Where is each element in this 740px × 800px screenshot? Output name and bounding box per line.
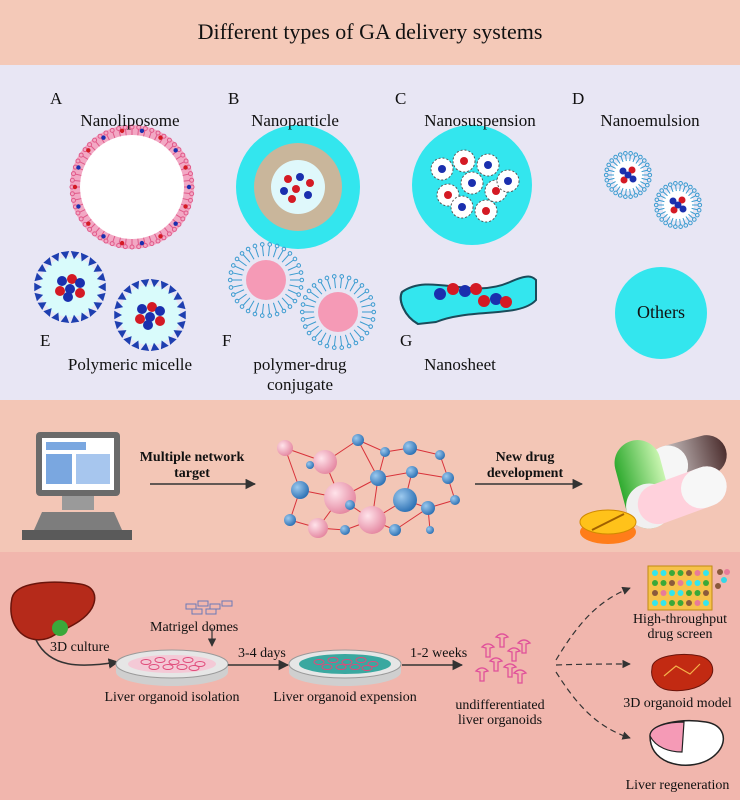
label-development: development [486, 466, 564, 481]
label-nanosheet: Nanosheet [424, 355, 496, 374]
label-drug-screen: drug screen [647, 627, 713, 642]
others-icon [615, 267, 707, 359]
title-band [0, 0, 740, 65]
nanoliposome-icon [69, 124, 195, 250]
figure-title: Different types of GA delivery systems [197, 19, 543, 44]
label-matrigel-domes: Matrigel domes [150, 620, 239, 635]
arrow-to-screen [555, 586, 631, 661]
well-plate-icon [647, 565, 730, 611]
undifferentiated-organoids-icon [474, 633, 532, 684]
nanosuspension-icon [412, 125, 532, 245]
label-polymer-drug: polymer-drug [253, 355, 347, 374]
label-3d-organoid-model: 3D organoid model [623, 696, 732, 711]
label-high-throughput: High-throughput [632, 612, 728, 627]
liver-icon [10, 581, 96, 641]
label-letter-f: F [222, 331, 232, 350]
petri-dish-expansion-icon [288, 649, 402, 686]
matrigel-domes-icon [185, 600, 233, 615]
label-3d-culture: 3D culture [50, 640, 110, 655]
label-nanosuspension: Nanosuspension [424, 111, 536, 130]
label-undifferentiated: undifferentiated [455, 698, 545, 713]
label-letter-c: C [395, 89, 407, 108]
label-letter-d: D [572, 89, 585, 108]
label-letter-b: B [228, 89, 240, 108]
label-new-drug: New drug [495, 450, 555, 465]
label-multiple-network: Multiple network [139, 450, 245, 465]
nanoemulsion-icon [603, 151, 703, 229]
petri-dish-isolation-icon [115, 649, 229, 686]
arrow-to-regeneration [555, 671, 631, 740]
label-conjugate: conjugate [266, 375, 334, 394]
liver-regeneration-icon [649, 720, 725, 766]
liver-model-icon [651, 654, 714, 692]
label-liver-organoids: liver organoids [457, 713, 543, 728]
computer-icon [22, 432, 132, 540]
network-graph-icon [277, 434, 460, 538]
label-nanoliposome: Nanoliposome [80, 111, 180, 130]
label-nanoemulsion: Nanoemulsion [600, 111, 700, 130]
label-others: Others [637, 302, 685, 322]
label-3-4-days: 3-4 days [238, 646, 286, 661]
label-organoid-isolation: Liver organoid isolation [104, 690, 240, 705]
label-letter-g: G [400, 331, 413, 350]
label-1-2-weeks: 1-2 weeks [410, 646, 468, 661]
polymer-drug-conjugate-icon [227, 242, 377, 350]
label-letter-a: A [50, 89, 63, 108]
label-target: target [174, 466, 210, 481]
label-polymeric-micelle: Polymeric micelle [67, 355, 193, 374]
label-letter-e: E [40, 331, 51, 350]
polymeric-micelle-icon [34, 251, 186, 351]
nanosheet-icon [399, 275, 537, 326]
label-nanoparticle: Nanoparticle [251, 111, 339, 130]
capsules-icon [579, 435, 727, 544]
nanoparticle-icon [236, 125, 360, 249]
arrow-3d-culture [35, 639, 120, 669]
label-liver-regeneration: Liver regeneration [625, 778, 730, 793]
label-organoid-expansion: Liver organoid expension [273, 690, 417, 705]
